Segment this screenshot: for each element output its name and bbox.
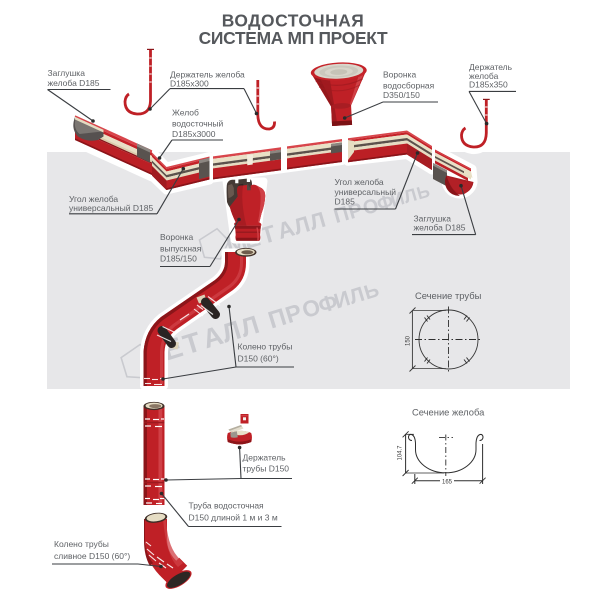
svg-text:А: А (274, 215, 297, 245)
svg-text:сливное D150 (60°): сливное D150 (60°) (54, 551, 130, 561)
svg-text:Л: Л (307, 207, 329, 235)
svg-text:желоба: желоба (469, 71, 499, 81)
svg-text:Воронка: Воронка (160, 232, 193, 242)
svg-text:165: 165 (442, 480, 453, 486)
svg-text:Держатель желоба: Держатель желоба (170, 70, 245, 80)
svg-text:Держатель: Держатель (243, 453, 287, 463)
svg-text:Сечение трубы: Сечение трубы (415, 290, 482, 301)
svg-text:D185х350: D185х350 (469, 80, 508, 90)
svg-text:ВОДОСТОЧНАЯ: ВОДОСТОЧНАЯ (222, 11, 365, 31)
svg-text:трубы D150: трубы D150 (243, 464, 290, 474)
svg-text:Ь: Ь (362, 279, 382, 304)
svg-text:П: П (331, 202, 352, 228)
svg-text:И: И (331, 286, 353, 313)
svg-text:Л: Л (401, 184, 419, 207)
svg-text:D185: D185 (335, 197, 356, 207)
svg-text:Р: Р (282, 299, 305, 328)
svg-text:Р: Р (346, 199, 365, 224)
svg-text:D185x300: D185x300 (170, 79, 209, 89)
svg-text:выпускная: выпускная (160, 244, 202, 254)
svg-text:водосборная: водосборная (383, 81, 435, 91)
svg-text:Труба водосточная: Труба водосточная (189, 501, 265, 511)
svg-text:Л: Л (347, 283, 368, 309)
svg-text:Заглушка: Заглушка (48, 68, 86, 78)
svg-text:Заглушка: Заглушка (414, 214, 452, 224)
svg-text:D185x3000: D185x3000 (172, 129, 216, 139)
svg-text:Желоб: Желоб (172, 108, 199, 118)
svg-text:Угол желоба: Угол желоба (69, 194, 118, 204)
svg-text:Ь: Ь (414, 181, 432, 204)
svg-text:Л: Л (291, 211, 313, 239)
svg-text:Воронка: Воронка (383, 70, 416, 80)
svg-text:желоба D185: желоба D185 (414, 223, 466, 233)
svg-text:Сечение желоба: Сечение желоба (412, 407, 485, 418)
svg-text:универсальный: универсальный (335, 187, 397, 197)
svg-text:D150 (60°): D150 (60°) (238, 354, 279, 364)
svg-text:Ф: Ф (375, 191, 396, 216)
svg-text:D185/150: D185/150 (160, 254, 197, 264)
svg-text:Колено трубы: Колено трубы (54, 539, 109, 549)
svg-text:Колено трубы: Колено трубы (238, 342, 293, 352)
svg-text:О: О (360, 194, 381, 219)
svg-text:желоба D185: желоба D185 (48, 78, 100, 88)
svg-text:водосточный: водосточный (172, 119, 223, 129)
svg-text:Держатель: Держатель (469, 62, 513, 72)
svg-text:104.7: 104.7 (398, 445, 404, 461)
svg-text:D350/150: D350/150 (383, 90, 420, 100)
svg-text:150: 150 (406, 335, 412, 346)
svg-text:D150 длиной 1 м и 3 м: D150 длиной 1 м и 3 м (189, 513, 278, 523)
svg-text:СИСТЕМА МП ПРОЕКТ: СИСТЕМА МП ПРОЕКТ (199, 28, 388, 48)
svg-text:Угол желоба: Угол желоба (335, 177, 384, 187)
svg-text:универсальный D185: универсальный D185 (69, 203, 153, 213)
